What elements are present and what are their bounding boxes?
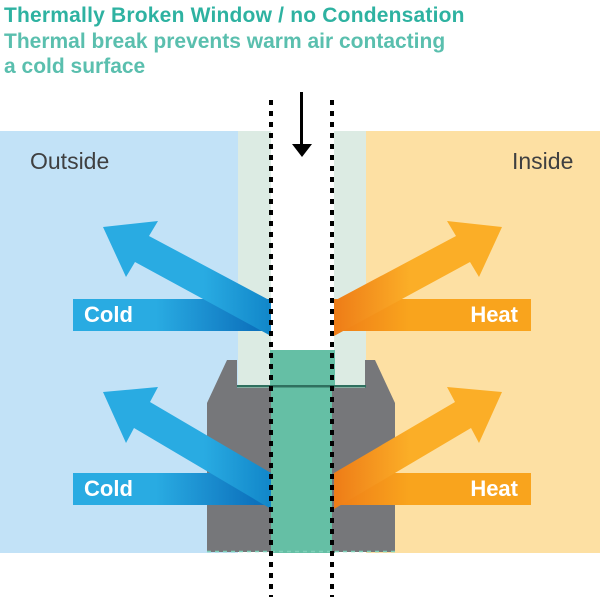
cold-bar-top: Cold [73,299,271,331]
page-subtitle: Thermal break prevents warm air contacti… [4,29,445,79]
outside-label: Outside [30,148,110,174]
inside-label: Inside [512,148,574,174]
glass-pane-right [334,131,366,388]
cold-label-bottom: Cold [84,476,133,501]
window-cross-section-diagram: Outside Inside Cold Heat Cold Heat [0,131,600,553]
heat-label-bottom: Heat [470,476,518,501]
page-subtitle-line-2: a cold surface [4,55,146,78]
glass-pane-left [238,131,271,388]
page-subtitle-line-1: Thermal break prevents warm air contacti… [4,30,446,53]
heat-label-top: Heat [470,302,518,327]
heat-bar-top: Heat [334,299,531,331]
page-title: Thermally Broken Window / no Condensatio… [4,4,465,27]
cold-bar-bottom: Cold [73,473,271,505]
down-arrow-head [292,144,312,157]
down-arrow-shaft [300,92,303,145]
cold-label-top: Cold [84,302,133,327]
section-cut-line-right-icon [330,100,334,597]
thermal-break-core [270,350,335,553]
section-cut-line-left-icon [269,100,273,597]
heat-bar-bottom: Heat [334,473,531,505]
